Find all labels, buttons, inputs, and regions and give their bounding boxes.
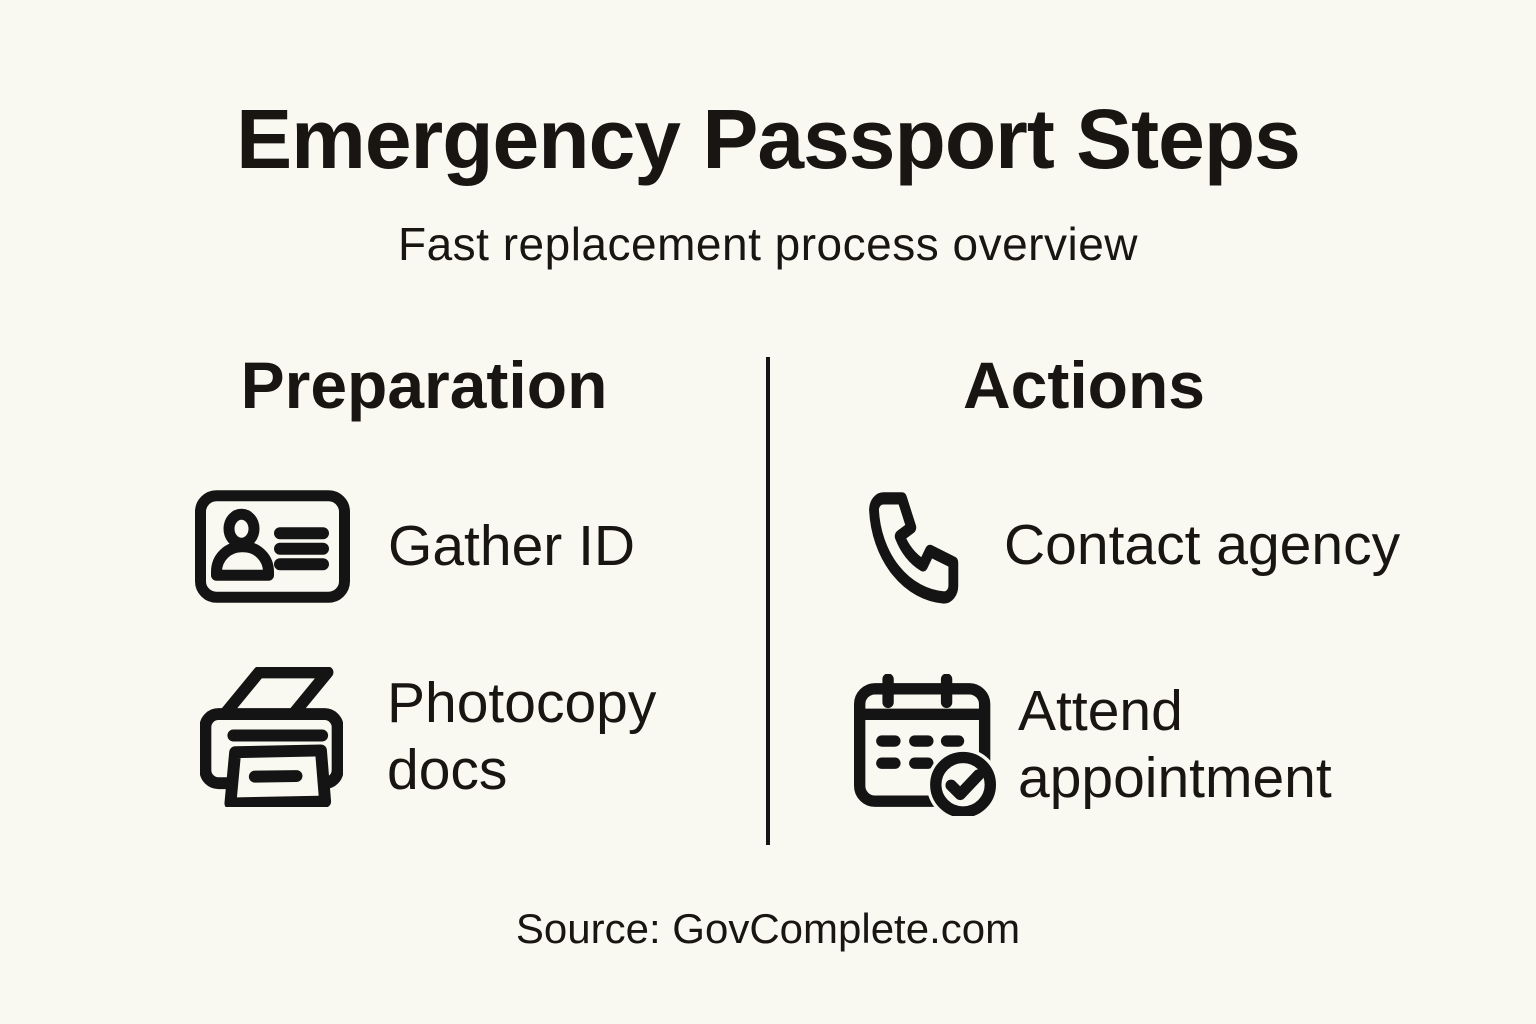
list-item-attend-appointment: Attend appointment bbox=[854, 672, 1458, 817]
list-item-photocopy-docs: Photocopy docs bbox=[200, 664, 717, 809]
id-card-icon bbox=[195, 489, 350, 603]
column-divider bbox=[766, 357, 770, 845]
printer-icon bbox=[200, 666, 343, 807]
item-label: Contact agency bbox=[1004, 512, 1401, 577]
column-header-actions: Actions bbox=[962, 348, 1206, 422]
page-subtitle: Fast replacement process overview bbox=[397, 218, 1138, 270]
column-header-preparation: Preparation bbox=[240, 348, 608, 422]
source-attribution: Source: GovComplete.com bbox=[515, 905, 1021, 952]
list-item-contact-agency: Contact agency bbox=[860, 474, 1400, 616]
calendar-check-icon bbox=[854, 673, 996, 816]
phone-icon bbox=[869, 492, 959, 604]
item-label: Attend appointment bbox=[1018, 679, 1332, 810]
list-item-gather-id: Gather ID bbox=[195, 486, 635, 606]
page-title: Emergency Passport Steps bbox=[236, 92, 1301, 186]
item-label: Gather ID bbox=[388, 513, 636, 578]
item-label: Photocopy docs bbox=[387, 671, 657, 802]
